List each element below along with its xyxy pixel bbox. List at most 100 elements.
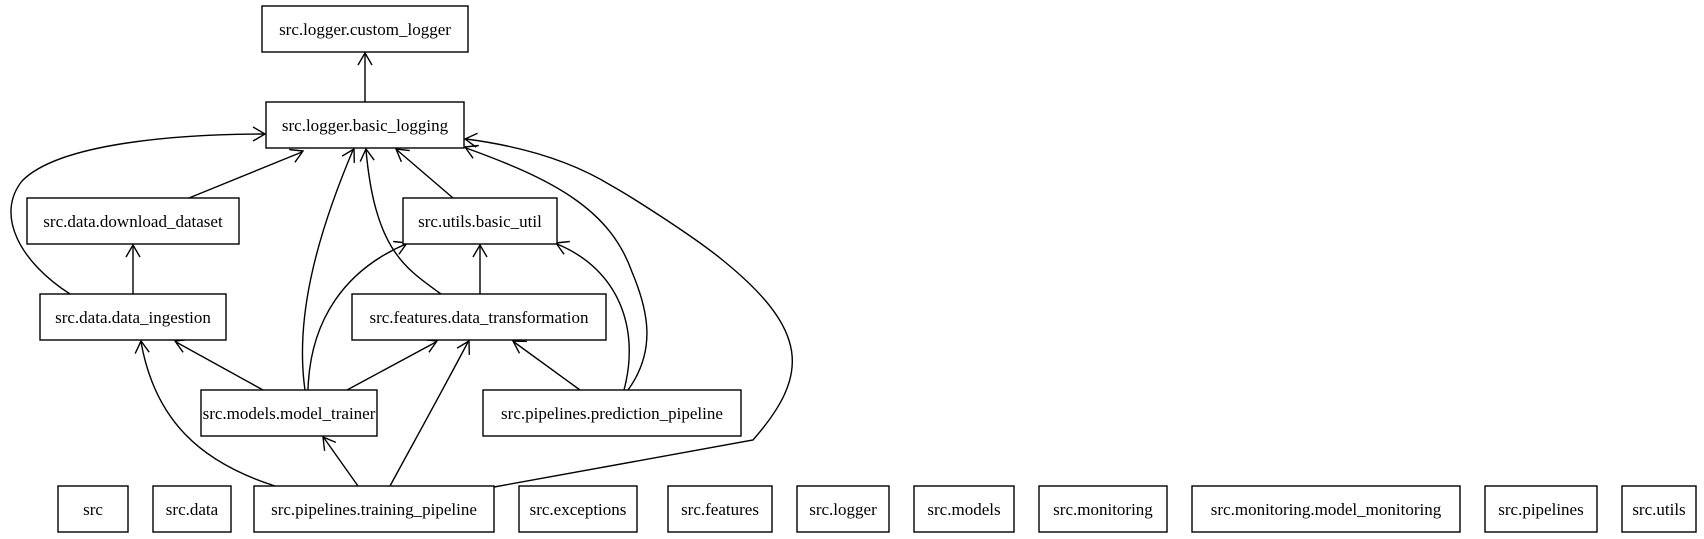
node-box: [351, 293, 607, 341]
node-label: src.logger: [809, 500, 877, 519]
node-download-dataset: src.data.download_dataset: [26, 197, 240, 245]
edge-training-pipeline-to-basic-logging: [463, 132, 794, 488]
edge-data-transformation-to-basic-util: [472, 243, 488, 294]
arrowhead: [554, 240, 570, 255]
nodes-layer: src.logger.custom_logger src.logger.basic…: [26, 5, 1697, 533]
node-label: src.features.data_transformation: [369, 308, 589, 327]
edge-basic-util-to-basic-logging: [394, 148, 454, 199]
node-src-exceptions: src.exceptions: [518, 485, 638, 533]
node-label: src.monitoring.model_monitoring: [1211, 500, 1442, 519]
edge-prediction-pipeline-to-basic-logging: [463, 144, 648, 391]
node-box: [261, 5, 469, 53]
node-src-models: src.models: [913, 485, 1015, 533]
edge-model-trainer-to-data-ingestion: [173, 338, 264, 391]
node-box: [200, 389, 378, 437]
edge-download-dataset-to-basic-logging: [188, 148, 305, 199]
node-box: [518, 485, 638, 533]
edge-model-trainer-to-basic-logging: [301, 147, 355, 391]
node-basic-logging: src.logger.basic_logging: [265, 101, 465, 149]
node-prediction-pipeline: src.pipelines.prediction_pipeline: [482, 389, 742, 437]
edge-line: [307, 243, 407, 391]
arrowhead: [134, 339, 150, 354]
node-src-pipelines: src.pipelines: [1484, 485, 1598, 533]
node-box: [913, 485, 1015, 533]
node-data-ingestion: src.data.data_ingestion: [39, 293, 227, 341]
edge-line: [175, 341, 264, 391]
node-box: [265, 101, 465, 149]
edge-training-pipeline-to-data-transformation: [389, 339, 470, 487]
node-box: [253, 485, 495, 533]
edge-prediction-pipeline-to-data-transformation: [511, 340, 581, 391]
node-box: [796, 485, 890, 533]
edge-line: [465, 147, 648, 391]
edge-line: [10, 133, 265, 295]
node-model-trainer: src.models.model_trainer: [200, 389, 378, 437]
node-label: src.pipelines.training_pipeline: [271, 500, 477, 519]
edge-line: [396, 149, 454, 199]
edge-line: [301, 149, 354, 391]
node-box: [39, 293, 227, 341]
node-label: src.data: [166, 500, 219, 519]
node-box: [152, 485, 232, 533]
node-box: [1191, 485, 1461, 533]
node-box: [1484, 485, 1598, 533]
node-basic-util: src.utils.basic_util: [402, 197, 558, 245]
edge-line: [465, 138, 794, 488]
node-training-pipeline: src.pipelines.training_pipeline: [253, 485, 495, 533]
node-label: src: [83, 500, 103, 519]
node-label: src.logger.basic_logging: [282, 116, 449, 135]
arrowhead: [456, 339, 470, 355]
arrowhead: [252, 126, 267, 142]
node-data-transformation: src.features.data_transformation: [351, 293, 607, 341]
node-label: src.data.data_ingestion: [55, 308, 211, 327]
node-src: src: [57, 485, 129, 533]
arrowhead: [125, 243, 141, 258]
node-box: [482, 389, 742, 437]
edge-line: [389, 341, 469, 487]
edge-model-trainer-to-data-transformation: [346, 338, 439, 391]
node-label: src.features: [681, 500, 759, 519]
node-box: [1038, 485, 1168, 533]
edge-line: [140, 341, 276, 487]
edge-training-pipeline-to-model-trainer: [322, 435, 359, 487]
edge-data-ingestion-to-basic-logging: [10, 126, 267, 295]
node-src-logger: src.logger: [796, 485, 890, 533]
edge-line: [513, 341, 581, 391]
node-box: [57, 485, 129, 533]
node-label: src.utils.basic_util: [418, 212, 542, 231]
node-src-features: src.features: [667, 485, 773, 533]
edge-line: [188, 151, 303, 199]
node-label: src.pipelines.prediction_pipeline: [501, 404, 723, 423]
arrowhead: [511, 340, 527, 354]
node-src-data: src.data: [152, 485, 232, 533]
edge-line: [346, 341, 437, 391]
arrowhead: [394, 148, 410, 163]
node-box: [1621, 485, 1697, 533]
node-src-monitoring: src.monitoring: [1038, 485, 1168, 533]
node-label: src.exceptions: [530, 500, 627, 519]
node-label: src.models.model_trainer: [203, 404, 376, 423]
edge-line: [556, 243, 630, 391]
edge-basic-logging-to-custom-logger: [357, 51, 373, 102]
node-label: src.pipelines: [1498, 500, 1583, 519]
node-box: [402, 197, 558, 245]
node-label: src.logger.custom_logger: [279, 20, 451, 39]
arrowhead: [322, 435, 337, 451]
node-label: src.data.download_dataset: [43, 212, 223, 231]
edge-line: [323, 437, 359, 487]
arrowhead: [472, 243, 488, 258]
node-label: src.utils: [1632, 500, 1685, 519]
node-box: [26, 197, 240, 245]
node-custom-logger: src.logger.custom_logger: [261, 5, 469, 53]
arrowhead: [357, 51, 373, 66]
edge-data-ingestion-to-download-dataset: [125, 243, 141, 294]
arrowhead: [289, 148, 305, 163]
edge-training-pipeline-to-data-ingestion: [134, 339, 276, 487]
edges-layer: [10, 51, 794, 488]
arrowhead: [359, 147, 375, 162]
arrowhead: [341, 147, 355, 163]
arrowhead: [463, 132, 478, 148]
node-src-utils: src.utils: [1621, 485, 1697, 533]
node-model-monitoring: src.monitoring.model_monitoring: [1191, 485, 1461, 533]
